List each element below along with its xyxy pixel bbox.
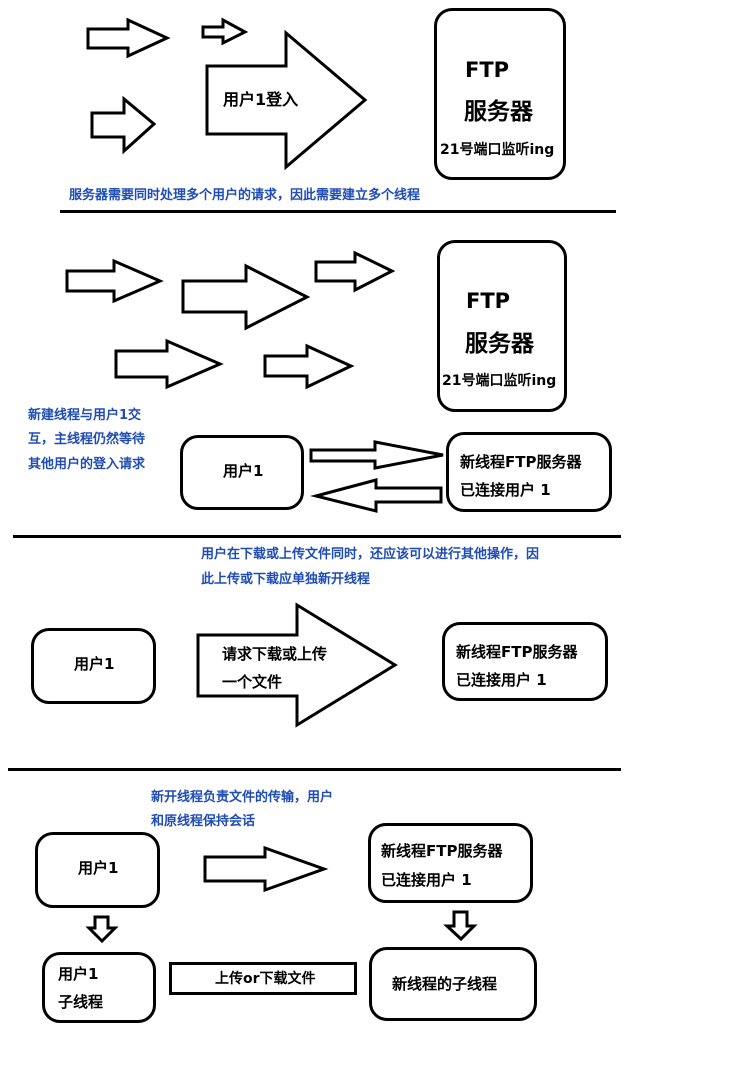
login-arrow-label: 用户1登入 [223,90,299,109]
server-title: FTP [466,289,511,313]
thread-server-box [446,432,612,512]
arrow-left-shape [310,478,443,513]
arrow-shape [314,250,396,293]
ftp-server-box [434,8,566,180]
user1-child-thread-box [42,952,156,1023]
server-subtitle: 服务器 [464,99,533,125]
section3-note-line2: 此上传或下载应单独新开线程 [201,572,371,587]
divider [8,768,621,771]
arrow-shape [263,343,355,390]
section2-note-line1: 新建线程与用户1交 [28,408,142,423]
section4-note-line1: 新开线程负责文件的传输，用户 [151,790,334,805]
section2-note-line3: 其他用户的登入请求 [28,457,146,472]
arrow-shape [90,95,157,155]
thread-child-label: 新线程的子线程 [392,975,498,993]
divider [60,210,616,213]
divider [13,535,621,538]
arrow-down-shape [443,910,478,942]
arrow-right-shape [309,440,444,470]
arrow-shape [201,17,249,46]
section2-note-line2: 互，主线程仍然等待 [28,432,146,447]
user1-child-line1: 用户1 [58,965,99,983]
thread-server-line2: 已连接用户 1 [460,481,551,499]
user1-box [180,435,304,510]
request-arrow-shape [196,602,398,728]
thread-server-line1: 新线程FTP服务器 [460,453,582,471]
transfer-box [169,962,357,995]
section4-note-line2: 和原线程保持会话 [151,814,256,829]
thread-server-line1: 新线程FTP服务器 [381,842,503,860]
arrow-shape [114,338,224,390]
arrow-shape [65,258,164,304]
thread-server-line1: 新线程FTP服务器 [456,643,578,661]
arrow-right-shape [203,845,329,893]
user1-box [35,832,160,908]
thread-server-box [442,622,608,701]
thread-server-line2: 已连接用户 1 [456,671,547,689]
section3-note-line1: 用户在下载或上传文件同时，还应该可以进行其他操作，因 [201,547,540,562]
arrow-shape [86,17,171,59]
server-title: FTP [465,58,510,82]
server-port-status: 21号端口监听ing [442,373,557,389]
thread-child-box [369,947,537,1021]
server-subtitle: 服务器 [465,331,534,357]
thread-server-box [368,823,533,903]
user1-label: 用户1 [78,859,119,877]
arrow-down-shape [85,915,119,944]
arrow-shape [181,263,311,331]
user1-box [31,628,156,704]
user1-child-line2: 子线程 [58,993,104,1011]
user1-label: 用户1 [74,655,115,673]
request-arrow-line2: 一个文件 [222,673,283,691]
server-port-status: 21号端口监听ing [440,142,555,158]
thread-server-line2: 已连接用户 1 [381,871,472,889]
request-arrow-line1: 请求下载或上传 [222,645,328,663]
section1-note: 服务器需要同时处理多个用户的请求，因此需要建立多个线程 [69,188,421,203]
ftp-server-box [437,240,567,412]
transfer-label: 上传or下载文件 [215,971,316,987]
login-arrow-shape [205,29,368,171]
user1-label: 用户1 [223,462,264,480]
